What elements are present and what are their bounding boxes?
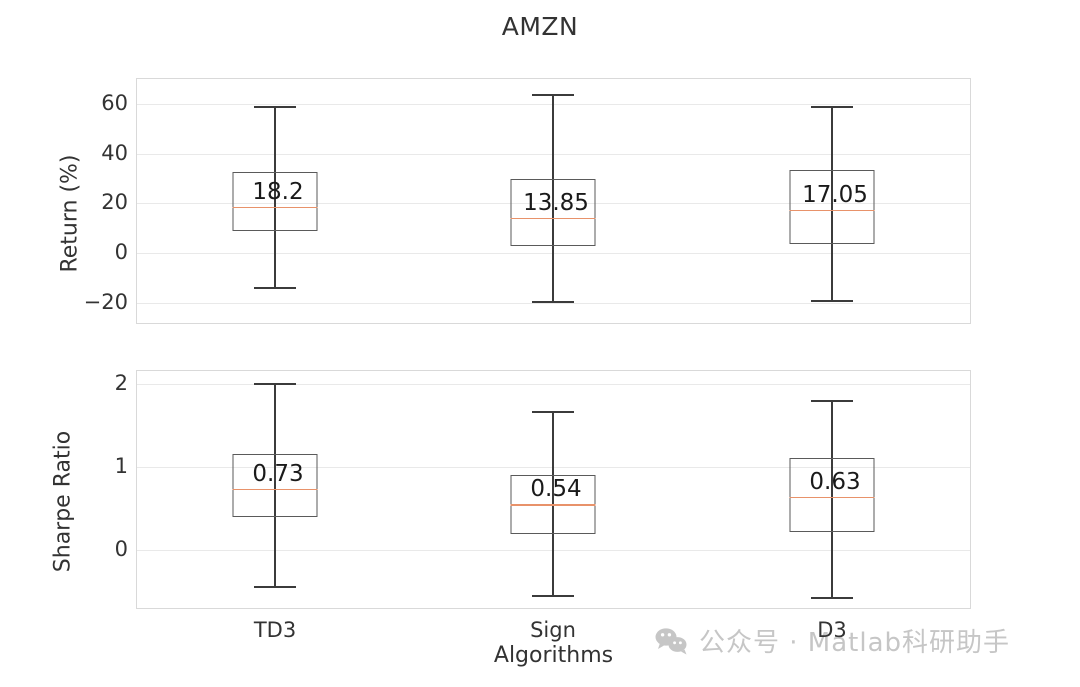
- sharpe-y-axis-ticks: 2 1 0: [8, 370, 128, 609]
- whisker-line: [552, 94, 554, 301]
- x-axis-label: Algorithms: [493, 643, 614, 668]
- gridline: [137, 302, 970, 304]
- y-tick-label: 0: [114, 537, 128, 562]
- y-tick-label: 1: [114, 454, 128, 479]
- y-tick-label: 60: [101, 90, 128, 115]
- y-tick-label: 2: [114, 371, 128, 396]
- median-value-label: 0.73: [252, 460, 304, 487]
- whisker-cap-lower: [532, 300, 574, 303]
- y-tick-label: 40: [101, 140, 128, 165]
- median-value-label: 0.63: [809, 468, 861, 495]
- whisker-cap-upper: [811, 106, 853, 109]
- whisker-cap-lower: [254, 286, 296, 289]
- whisker-cap-upper: [811, 399, 853, 402]
- whisker-cap-upper: [254, 383, 296, 386]
- median-value-label: 17.05: [802, 181, 868, 208]
- x-tick-label-sign: Sign: [530, 618, 576, 642]
- median-line: [789, 496, 875, 499]
- median-value-label: 13.85: [523, 189, 589, 216]
- box-rect: [789, 457, 875, 532]
- whisker-line: [274, 383, 276, 586]
- x-tick-label-d3: D3: [817, 618, 847, 642]
- y-tick-label: −20: [83, 289, 128, 314]
- y-tick-label: 0: [114, 239, 128, 264]
- whisker-cap-upper: [532, 411, 574, 414]
- box-rect: [232, 172, 318, 231]
- whisker-cap-lower: [811, 597, 853, 600]
- whisker-cap-lower: [532, 594, 574, 597]
- y-tick-label: 20: [101, 190, 128, 215]
- return-y-axis-label: Return (%): [57, 154, 83, 273]
- median-value-label: 0.54: [530, 476, 582, 503]
- median-line: [510, 217, 596, 220]
- whisker-line: [274, 105, 276, 287]
- box-rect: [232, 453, 318, 517]
- return-y-axis-ticks: 60 40 20 0 −20: [8, 78, 128, 324]
- box-rect: [789, 170, 875, 245]
- x-tick-label-td3: TD3: [253, 618, 297, 642]
- median-line: [510, 504, 596, 506]
- whisker-cap-upper: [532, 94, 574, 97]
- whisker-line: [831, 399, 833, 598]
- whisker-cap-lower: [811, 300, 853, 303]
- median-line: [232, 206, 318, 209]
- whisker-cap-lower: [254, 585, 296, 588]
- whisker-line: [552, 411, 554, 595]
- median-line: [232, 488, 318, 491]
- sharpe-y-axis-label: Sharpe Ratio: [50, 430, 76, 573]
- median-line: [789, 209, 875, 212]
- median-value-label: 18.2: [252, 178, 304, 205]
- figure-title: AMZN: [501, 12, 579, 41]
- whisker-cap-upper: [254, 105, 296, 108]
- gridline: [137, 384, 970, 386]
- whisker-line: [831, 106, 833, 301]
- box-rect: [510, 178, 596, 247]
